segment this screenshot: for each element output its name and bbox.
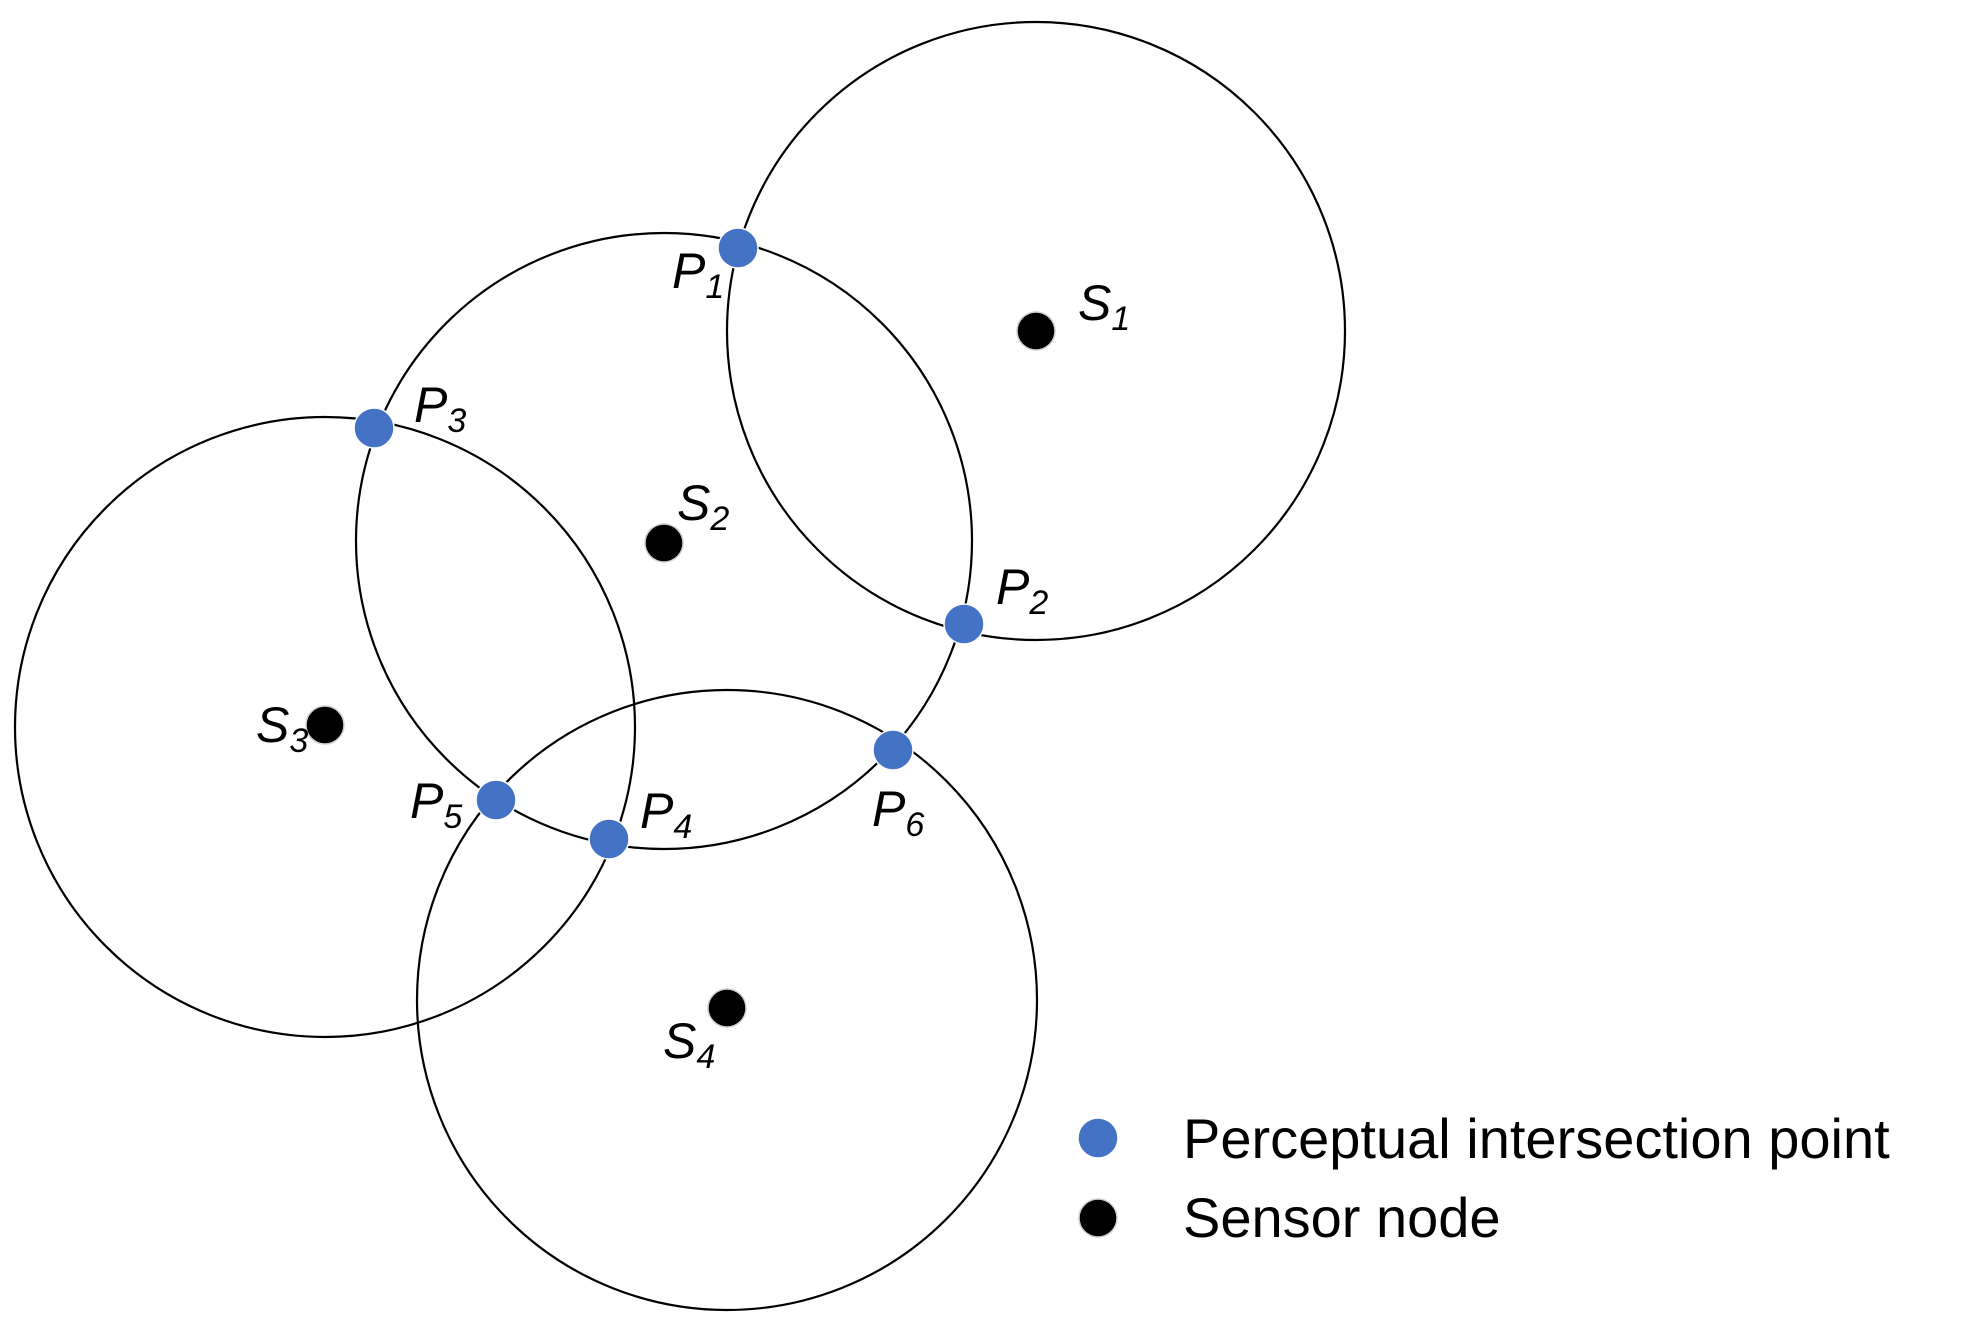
sensor-labels: S1 S2 S3 S4 xyxy=(256,275,1130,1076)
sensor-node-s3 xyxy=(305,705,345,745)
point-label-p1: P1 xyxy=(672,243,724,306)
intersection-point-p3 xyxy=(353,407,395,449)
intersection-point-p1 xyxy=(717,227,759,269)
point-label-p5: P5 xyxy=(410,773,462,836)
sensor-label-s3: S3 xyxy=(256,697,308,760)
sensor-node-s2 xyxy=(644,523,684,563)
coverage-circle-s2 xyxy=(354,231,974,851)
point-label-p3: P3 xyxy=(414,377,466,440)
intersection-point-p6 xyxy=(872,729,914,771)
legend-sensor-label: Sensor node xyxy=(1183,1186,1501,1249)
sensor-label-s2: S2 xyxy=(677,475,729,538)
sensor-label-s1: S1 xyxy=(1078,275,1130,338)
intersection-point-p5 xyxy=(475,779,517,821)
legend: Perceptual intersection point Sensor nod… xyxy=(1077,1107,1890,1249)
coverage-circles xyxy=(13,20,1347,1312)
point-label-p2: P2 xyxy=(996,559,1048,622)
legend-intersection-label: Perceptual intersection point xyxy=(1183,1107,1890,1170)
coverage-circle-s1 xyxy=(725,20,1347,642)
sensor-label-s4: S4 xyxy=(663,1013,715,1076)
legend-intersection-marker xyxy=(1077,1117,1119,1159)
sensor-nodes xyxy=(305,311,1056,1028)
sensor-node-s1 xyxy=(1016,311,1056,351)
sensor-node-s4 xyxy=(707,988,747,1028)
coverage-circle-s3 xyxy=(13,415,637,1039)
legend-sensor-marker xyxy=(1078,1198,1118,1238)
intersection-point-p2 xyxy=(943,603,985,645)
point-label-p4: P4 xyxy=(640,783,692,846)
point-label-p6: P6 xyxy=(872,781,924,844)
intersection-point-p4 xyxy=(588,818,630,860)
coverage-circle-s4 xyxy=(415,688,1039,1312)
intersection-labels: P1 P2 P3 P4 P5 P6 xyxy=(410,243,1048,846)
intersection-points xyxy=(353,227,985,860)
